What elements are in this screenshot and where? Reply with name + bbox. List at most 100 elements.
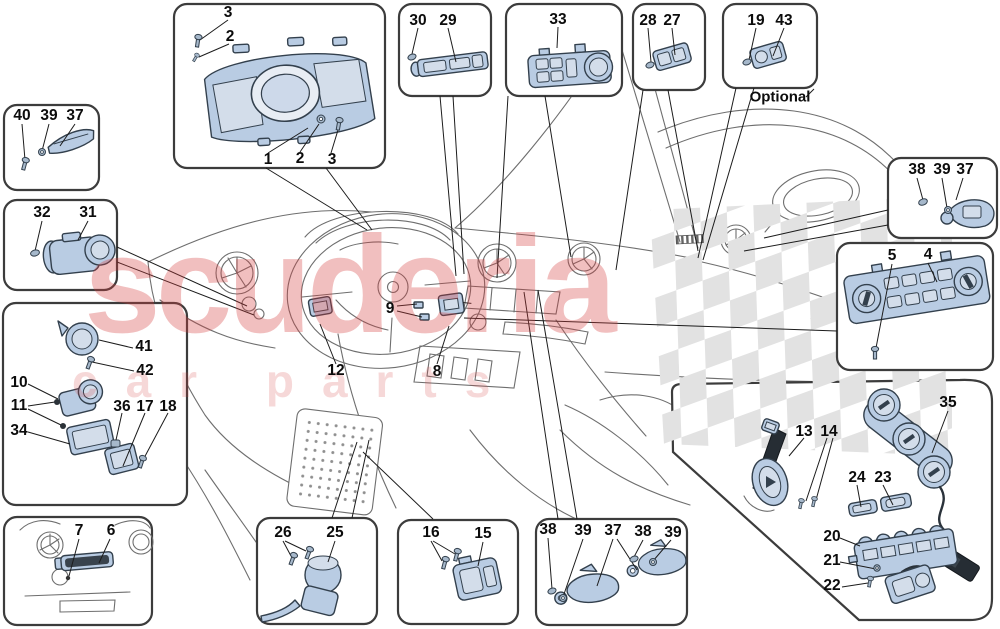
callout-30[interactable]: 30 bbox=[409, 12, 427, 29]
callout-43[interactable]: 43 bbox=[775, 12, 793, 29]
callout-6[interactable]: 6 bbox=[106, 522, 116, 539]
clip-icon bbox=[547, 587, 557, 595]
callout-4[interactable]: 4 bbox=[923, 246, 933, 263]
callout-38[interactable]: 38 bbox=[539, 521, 557, 538]
callout-5[interactable]: 5 bbox=[887, 247, 897, 264]
callout-39[interactable]: 39 bbox=[40, 107, 58, 124]
callout-33[interactable]: 33 bbox=[549, 11, 567, 28]
fastener-dot bbox=[65, 575, 71, 581]
callout-37[interactable]: 37 bbox=[604, 522, 622, 539]
callout-39[interactable]: 39 bbox=[664, 524, 682, 541]
callout-28[interactable]: 28 bbox=[639, 12, 657, 29]
callout-39[interactable]: 39 bbox=[574, 522, 592, 539]
callout-9[interactable]: 9 bbox=[385, 300, 395, 317]
callout-11[interactable]: 11 bbox=[10, 397, 28, 414]
callout-1[interactable]: 1 bbox=[263, 151, 273, 168]
callout-22[interactable]: 22 bbox=[823, 577, 841, 594]
optional-label: Optional bbox=[749, 88, 811, 106]
callout-7[interactable]: 7 bbox=[74, 522, 84, 539]
switch-12-part bbox=[307, 295, 333, 317]
sensor-37b-part bbox=[626, 539, 687, 577]
callout-17[interactable]: 17 bbox=[136, 398, 154, 415]
lever-13-part bbox=[743, 418, 789, 512]
callout-21[interactable]: 21 bbox=[823, 552, 841, 569]
screw-icon bbox=[441, 555, 450, 570]
callout-40[interactable]: 40 bbox=[13, 107, 31, 124]
screw-icon bbox=[194, 33, 203, 48]
callout-3[interactable]: 3 bbox=[327, 151, 337, 168]
callout-16[interactable]: 16 bbox=[422, 524, 440, 541]
switch-31-part bbox=[42, 231, 116, 276]
climate-control-4-part bbox=[843, 250, 991, 325]
watermark-text: scuderia bbox=[84, 208, 617, 362]
callout-2[interactable]: 2 bbox=[225, 28, 235, 45]
callout-41[interactable]: 41 bbox=[135, 338, 153, 355]
instrument-cluster-part bbox=[203, 36, 376, 147]
plug-9a-part bbox=[413, 301, 424, 309]
screw-icon bbox=[288, 551, 299, 566]
steering-wheel-sketch bbox=[286, 213, 486, 369]
callout-13[interactable]: 13 bbox=[795, 423, 813, 440]
callout-26[interactable]: 26 bbox=[274, 524, 292, 541]
sensor-37-left-part bbox=[47, 129, 95, 154]
screw-icon bbox=[85, 355, 96, 370]
switch-43-part bbox=[749, 40, 787, 69]
switch-10-part bbox=[58, 379, 104, 417]
gauge-trio-35-part bbox=[863, 388, 980, 582]
callout-12[interactable]: 12 bbox=[327, 362, 345, 379]
washer-icon bbox=[38, 148, 46, 156]
callout-27[interactable]: 27 bbox=[663, 12, 681, 29]
callout-24[interactable]: 24 bbox=[848, 469, 866, 486]
callout-19[interactable]: 19 bbox=[747, 12, 765, 29]
bracket-36-part bbox=[110, 439, 121, 448]
clip-icon bbox=[60, 423, 66, 429]
screw-icon bbox=[870, 345, 880, 360]
callout-36[interactable]: 36 bbox=[113, 398, 131, 415]
paddle-24-part bbox=[847, 499, 878, 517]
screw-icon bbox=[453, 547, 462, 562]
car-interior-sketch bbox=[147, 25, 989, 601]
screw-icon bbox=[137, 454, 147, 469]
callout-15[interactable]: 15 bbox=[474, 525, 492, 542]
callout-31[interactable]: 31 bbox=[79, 204, 97, 221]
clip-icon bbox=[407, 53, 417, 61]
dash-section-sketch bbox=[19, 520, 154, 613]
callout-8[interactable]: 8 bbox=[432, 363, 442, 380]
sensor-37-right-part bbox=[940, 199, 995, 229]
callout-39[interactable]: 39 bbox=[933, 161, 951, 178]
callout-38[interactable]: 38 bbox=[908, 161, 926, 178]
callout-3[interactable]: 3 bbox=[223, 4, 233, 21]
callout-34[interactable]: 34 bbox=[10, 422, 28, 439]
washer-icon bbox=[316, 114, 326, 124]
clip-icon bbox=[918, 198, 928, 206]
callout-23[interactable]: 23 bbox=[874, 469, 892, 486]
callout-14[interactable]: 14 bbox=[820, 423, 838, 440]
callout-32[interactable]: 32 bbox=[33, 204, 51, 221]
callout-10[interactable]: 10 bbox=[10, 374, 28, 391]
callout-37[interactable]: 37 bbox=[66, 107, 84, 124]
callout-38[interactable]: 38 bbox=[634, 523, 652, 540]
switch-strip-29-part bbox=[410, 51, 489, 78]
washer-icon bbox=[944, 206, 952, 214]
motor-25-part bbox=[260, 555, 342, 623]
connector-8-part bbox=[437, 292, 472, 317]
washer-icon bbox=[873, 564, 881, 572]
callout-29[interactable]: 29 bbox=[439, 12, 457, 29]
screw-icon bbox=[335, 116, 344, 131]
callout-42[interactable]: 42 bbox=[136, 362, 154, 379]
leader-lines bbox=[21, 19, 964, 598]
callout-35[interactable]: 35 bbox=[939, 394, 957, 411]
callout-37[interactable]: 37 bbox=[956, 161, 974, 178]
callout-18[interactable]: 18 bbox=[159, 398, 177, 415]
callout-20[interactable]: 20 bbox=[823, 528, 841, 545]
callout-2[interactable]: 2 bbox=[295, 150, 305, 167]
washer-icon bbox=[559, 594, 567, 602]
washer-icon bbox=[649, 558, 657, 566]
clip-icon bbox=[742, 58, 752, 66]
callout-25[interactable]: 25 bbox=[326, 524, 344, 541]
fasteners bbox=[21, 33, 952, 602]
watermark-subtext: car parts bbox=[72, 355, 519, 407]
switch-15-part bbox=[452, 555, 503, 601]
